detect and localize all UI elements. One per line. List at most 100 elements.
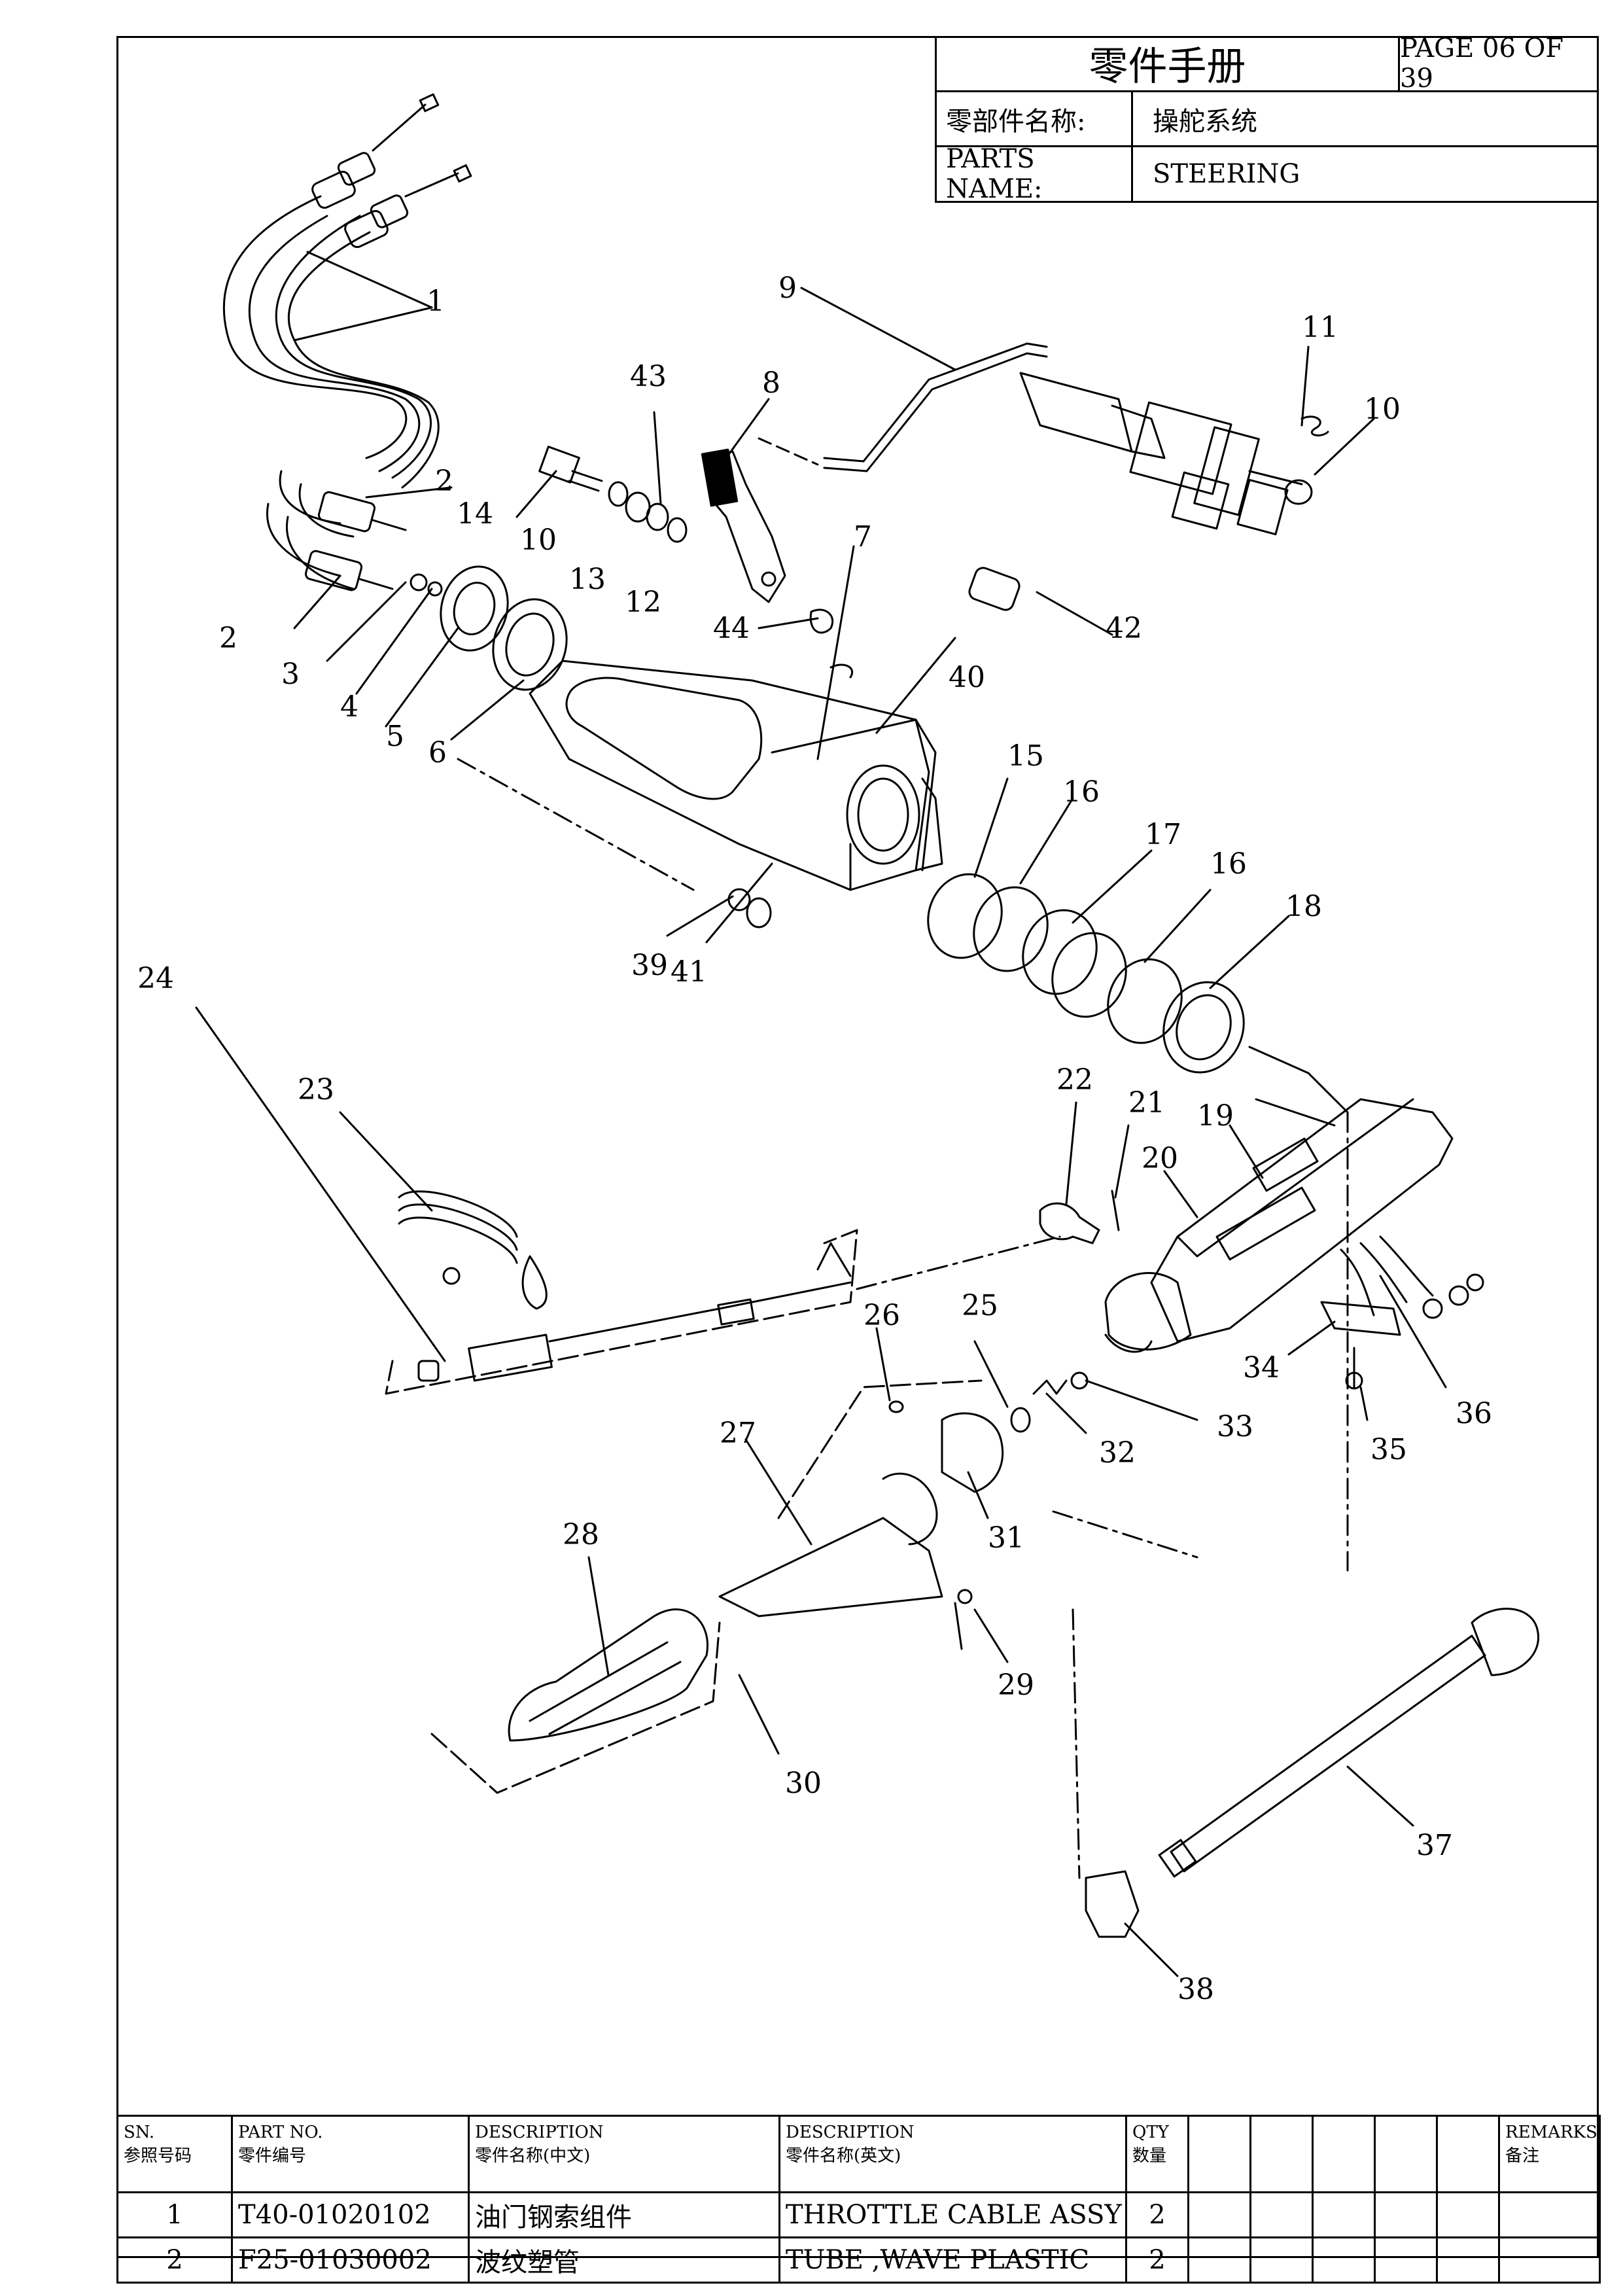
callout-18: 18 [1285, 890, 1322, 923]
title-block: 零件手册 PAGE 06 OF 39 零部件名称: 操舵系统 PARTS NAM… [935, 33, 1599, 204]
friction-lever-drawing [701, 448, 834, 634]
callout-10: 10 [520, 523, 557, 557]
callout-36: 36 [1456, 1397, 1492, 1430]
parts-name-cn-value: 操舵系统 [1153, 106, 1257, 137]
row-qty: 2 [1125, 2191, 1189, 2238]
callout-2-upper: 2 [435, 465, 453, 498]
row-part-no: F25-01030002 [231, 2236, 470, 2284]
header-part-cn: 零件编号 [238, 2146, 307, 2166]
callout-44: 44 [713, 612, 750, 645]
callout-22: 22 [1056, 1063, 1093, 1097]
row-part-no: T40-01020102 [231, 2191, 470, 2238]
callout-1: 1 [427, 285, 445, 318]
header-desc-cn-cn: 零件名称(中文) [475, 2146, 591, 2166]
header-desc-en-cn: 零件名称(英文) [786, 2146, 901, 2166]
callout-6: 6 [428, 736, 447, 769]
bolt-washer-drawing [538, 446, 688, 543]
callout-12: 12 [625, 586, 661, 619]
row-blank [1436, 2191, 1500, 2238]
callout-16-right: 16 [1210, 847, 1247, 881]
callout-43: 43 [630, 360, 667, 393]
row-desc-cn: 波纹塑管 [468, 2236, 780, 2284]
stop-switch-drawing [385, 1190, 1061, 1395]
callout-34: 34 [1243, 1351, 1280, 1385]
row-blank [1249, 2191, 1314, 2238]
callout-7: 7 [854, 520, 872, 554]
callout-37: 37 [1416, 1829, 1453, 1862]
row-blank [1436, 2236, 1500, 2284]
callout-25: 25 [962, 1289, 998, 1322]
header-remarks-en: REMARKS [1505, 2123, 1597, 2142]
header-part-en: PART NO. [238, 2123, 323, 2142]
callout-24: 24 [137, 962, 174, 995]
callout-labels: 1 2 14 43 8 9 11 10 10 13 12 2 3 4 5 6 7… [137, 272, 1492, 2006]
callout-23: 23 [298, 1073, 334, 1106]
header-sn-en: SN. [124, 2123, 155, 2142]
callout-14: 14 [457, 497, 493, 531]
header-blank [1312, 2115, 1376, 2193]
callout-9: 9 [778, 272, 797, 305]
header-remarks-cn: 备注 [1505, 2146, 1540, 2166]
shift-rod-drawing [758, 342, 1048, 472]
parts-name-en-label: PARTS NAME: [937, 144, 1133, 204]
header-qty-cn: 数量 [1132, 2146, 1167, 2166]
callout-39: 39 [631, 949, 668, 982]
friction-washers-drawing [927, 873, 1245, 1074]
callout-35: 35 [1370, 1433, 1407, 1466]
row-desc-cn: 油门钢索组件 [468, 2191, 780, 2238]
parts-name-cn-label: 零部件名称: [937, 92, 1133, 145]
callout-41: 41 [671, 955, 707, 989]
header-part-no: PART NO. 零件编号 [231, 2115, 470, 2193]
shift-shaft-drawing [1019, 372, 1329, 536]
callout-5: 5 [386, 720, 404, 753]
page-number: PAGE 06 OF 39 [1398, 33, 1599, 94]
callout-33: 33 [1217, 1410, 1253, 1443]
header-blank [1374, 2115, 1438, 2193]
callout-38: 38 [1178, 1973, 1214, 2006]
header-desc-en-en: DESCRIPTION [786, 2123, 915, 2142]
header-desc-cn: DESCRIPTION 零件名称(中文) [468, 2115, 780, 2193]
parts-table: SN. 参照号码 PART NO. 零件编号 DESCRIPTION 零件名称(中文)… [116, 2115, 1601, 2284]
header-blank [1187, 2115, 1251, 2193]
callout-4: 4 [340, 690, 358, 724]
parts-name-cn-row: 零部件名称: 操舵系统 [937, 92, 1599, 147]
callout-27: 27 [720, 1417, 756, 1450]
callout-31: 31 [988, 1521, 1024, 1555]
callout-2-lower: 2 [219, 622, 237, 655]
row-blank [1312, 2191, 1376, 2238]
steering-shaft-drawing [1072, 1608, 1539, 1879]
callout-3: 3 [281, 658, 300, 691]
callout-19: 19 [1197, 1099, 1234, 1133]
row-desc-en: THROTTLE CABLE ASSY [778, 2191, 1127, 2238]
row-blank [1312, 2236, 1376, 2284]
header-sn-cn: 参照号码 [124, 2146, 192, 2166]
callout-8: 8 [762, 366, 780, 400]
row-sn: 1 [116, 2191, 233, 2238]
row-remarks [1498, 2191, 1601, 2238]
manual-title: 零件手册 [1089, 44, 1246, 90]
callout-26: 26 [864, 1299, 900, 1332]
row-desc-en: TUBE ,WAVE PLASTIC [778, 2236, 1127, 2284]
tiller-handle-drawing [457, 567, 1021, 891]
header-blank [1249, 2115, 1314, 2193]
callout-17: 17 [1145, 818, 1181, 851]
callout-42: 42 [1106, 612, 1142, 645]
table-row: 1 T40-01020102 油门钢索组件 THROTTLE CABLE ASS… [116, 2191, 1601, 2238]
callout-21: 21 [1128, 1086, 1165, 1120]
callout-32: 32 [1099, 1436, 1136, 1470]
cable-grommet-drawing [410, 565, 568, 691]
parts-name-en-row: PARTS NAME: STEERING [937, 144, 1599, 204]
row-remarks [1498, 2236, 1601, 2284]
row-sn: 2 [116, 2236, 233, 2284]
row-blank [1374, 2191, 1438, 2238]
parts-table-header: SN. 参照号码 PART NO. 零件编号 DESCRIPTION 零件名称(中文)… [116, 2115, 1601, 2193]
table-row: 2 F25-01030002 波纹塑管 TUBE ,WAVE PLASTIC 2 [116, 2236, 1601, 2284]
parts-name-en-value: STEERING [1153, 159, 1300, 189]
header-desc-cn-en: DESCRIPTION [475, 2123, 604, 2142]
header-blank [1436, 2115, 1500, 2193]
row-blank [1187, 2236, 1251, 2284]
callout-20: 20 [1142, 1142, 1178, 1175]
row-blank [1249, 2236, 1314, 2284]
callout-13: 13 [569, 563, 606, 596]
